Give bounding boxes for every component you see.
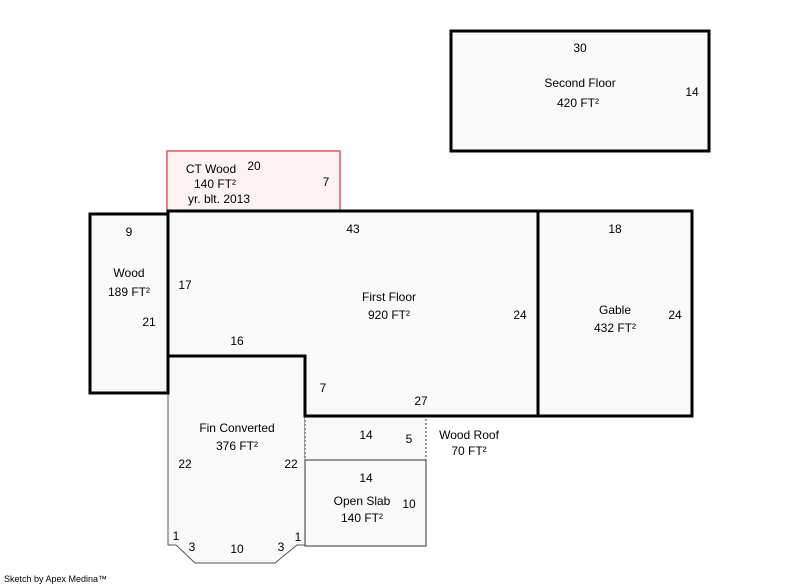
fin-converted-bay-left-diag-dim: 3: [189, 540, 196, 554]
gable-outline: [536, 209, 694, 418]
fin-converted-right-dim: 22: [284, 457, 298, 471]
fin-converted-bay-right-diag-dim: 3: [278, 540, 285, 554]
wood-roof-right-dim: 5: [406, 432, 413, 446]
fin-converted-left-dim: 22: [178, 457, 192, 471]
gable-right-dim: 24: [668, 308, 682, 322]
first-floor-step-side-dim: 7: [320, 381, 327, 395]
area-second-floor[interactable]: 30 Second Floor 420 FT² 14: [449, 29, 711, 153]
wood-roof-outline: [304, 415, 427, 461]
ct-wood-outline: [166, 150, 341, 212]
ct-wood-size: 140 FT²: [194, 177, 236, 191]
first-floor-name: First Floor: [362, 290, 416, 304]
second-floor-top-dim: 30: [573, 41, 587, 55]
area-ct-wood[interactable]: CT Wood 20 140 FT² yr. blt. 2013 7: [166, 150, 341, 212]
fin-converted-bay-left-side-dim: 1: [173, 529, 180, 543]
area-wood[interactable]: 9 Wood 189 FT² 21: [88, 212, 170, 395]
area-wood-roof[interactable]: 14 5 Wood Roof 70 FT²: [304, 415, 500, 461]
gable-name: Gable: [599, 303, 631, 317]
wood-outline: [88, 212, 170, 395]
wood-roof-size: 70 FT²: [451, 444, 486, 458]
first-floor-left-dim: 17: [178, 278, 192, 292]
open-slab-right-dim: 10: [402, 497, 416, 511]
second-floor-size: 420 FT²: [557, 96, 599, 110]
ct-wood-year: yr. blt. 2013: [188, 192, 250, 206]
first-floor-step-top-dim: 16: [230, 334, 244, 348]
wood-roof-top-dim: 14: [359, 428, 373, 442]
gable-size: 432 FT²: [594, 321, 636, 335]
first-floor-bottom-dim: 27: [414, 394, 428, 408]
wood-name: Wood: [113, 266, 144, 280]
first-floor-top-dim: 43: [346, 222, 360, 236]
second-floor-name: Second Floor: [544, 76, 615, 90]
first-floor-size: 920 FT²: [368, 308, 410, 322]
wood-top-dim: 9: [126, 225, 133, 239]
area-first-floor[interactable]: 43 17 First Floor 920 FT² 24 16 7 27: [166, 209, 540, 418]
wood-right-dim: 21: [142, 315, 156, 329]
wood-roof-name: Wood Roof: [439, 428, 499, 442]
area-fin-converted[interactable]: Fin Converted 376 FT² 22 22 1 3 10 3 1: [167, 355, 306, 564]
fin-converted-bay-right-side-dim: 1: [295, 530, 302, 544]
area-gable[interactable]: 18 Gable 432 FT² 24: [536, 209, 694, 418]
gable-top-dim: 18: [608, 222, 622, 236]
sketch-credit: Sketch by Apex Medina™: [4, 574, 108, 584]
area-open-slab[interactable]: 14 Open Slab 10 140 FT²: [304, 459, 427, 547]
open-slab-size: 140 FT²: [341, 511, 383, 525]
ct-wood-name: CT Wood: [186, 162, 236, 176]
open-slab-name: Open Slab: [334, 494, 391, 508]
first-floor-right-dim: 24: [513, 308, 527, 322]
ct-wood-top-dim: 20: [247, 159, 261, 173]
ct-wood-right-dim: 7: [323, 175, 330, 189]
second-floor-outline: [449, 29, 711, 153]
fin-converted-name: Fin Converted: [199, 421, 274, 435]
open-slab-outline: [304, 459, 427, 547]
second-floor-right-dim: 14: [685, 85, 699, 99]
fin-converted-bottom-dim: 10: [230, 542, 244, 556]
open-slab-top-dim: 14: [359, 471, 373, 485]
wood-size: 189 FT²: [108, 285, 150, 299]
fin-converted-size: 376 FT²: [216, 439, 258, 453]
